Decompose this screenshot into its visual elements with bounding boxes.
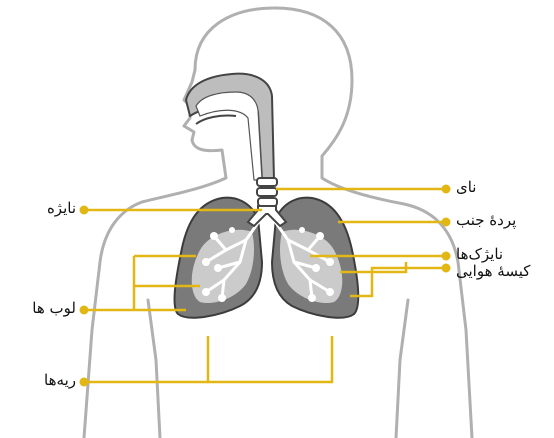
label-trachea: نای: [456, 178, 546, 196]
label-diaphragm: پردهٔ جنب: [456, 211, 550, 229]
label-lungs: ریه‌ها: [6, 371, 76, 389]
label-bronchus: نایژه: [6, 199, 76, 217]
label-bronchioles: نایژک‌ها: [456, 245, 550, 263]
right-lung: [272, 198, 358, 318]
leader-lines: [84, 189, 446, 382]
label-alveoli: کیسهٔ هوایی: [456, 262, 552, 280]
left-lung: [175, 198, 262, 318]
label-lobes: لوب ها: [2, 299, 76, 317]
